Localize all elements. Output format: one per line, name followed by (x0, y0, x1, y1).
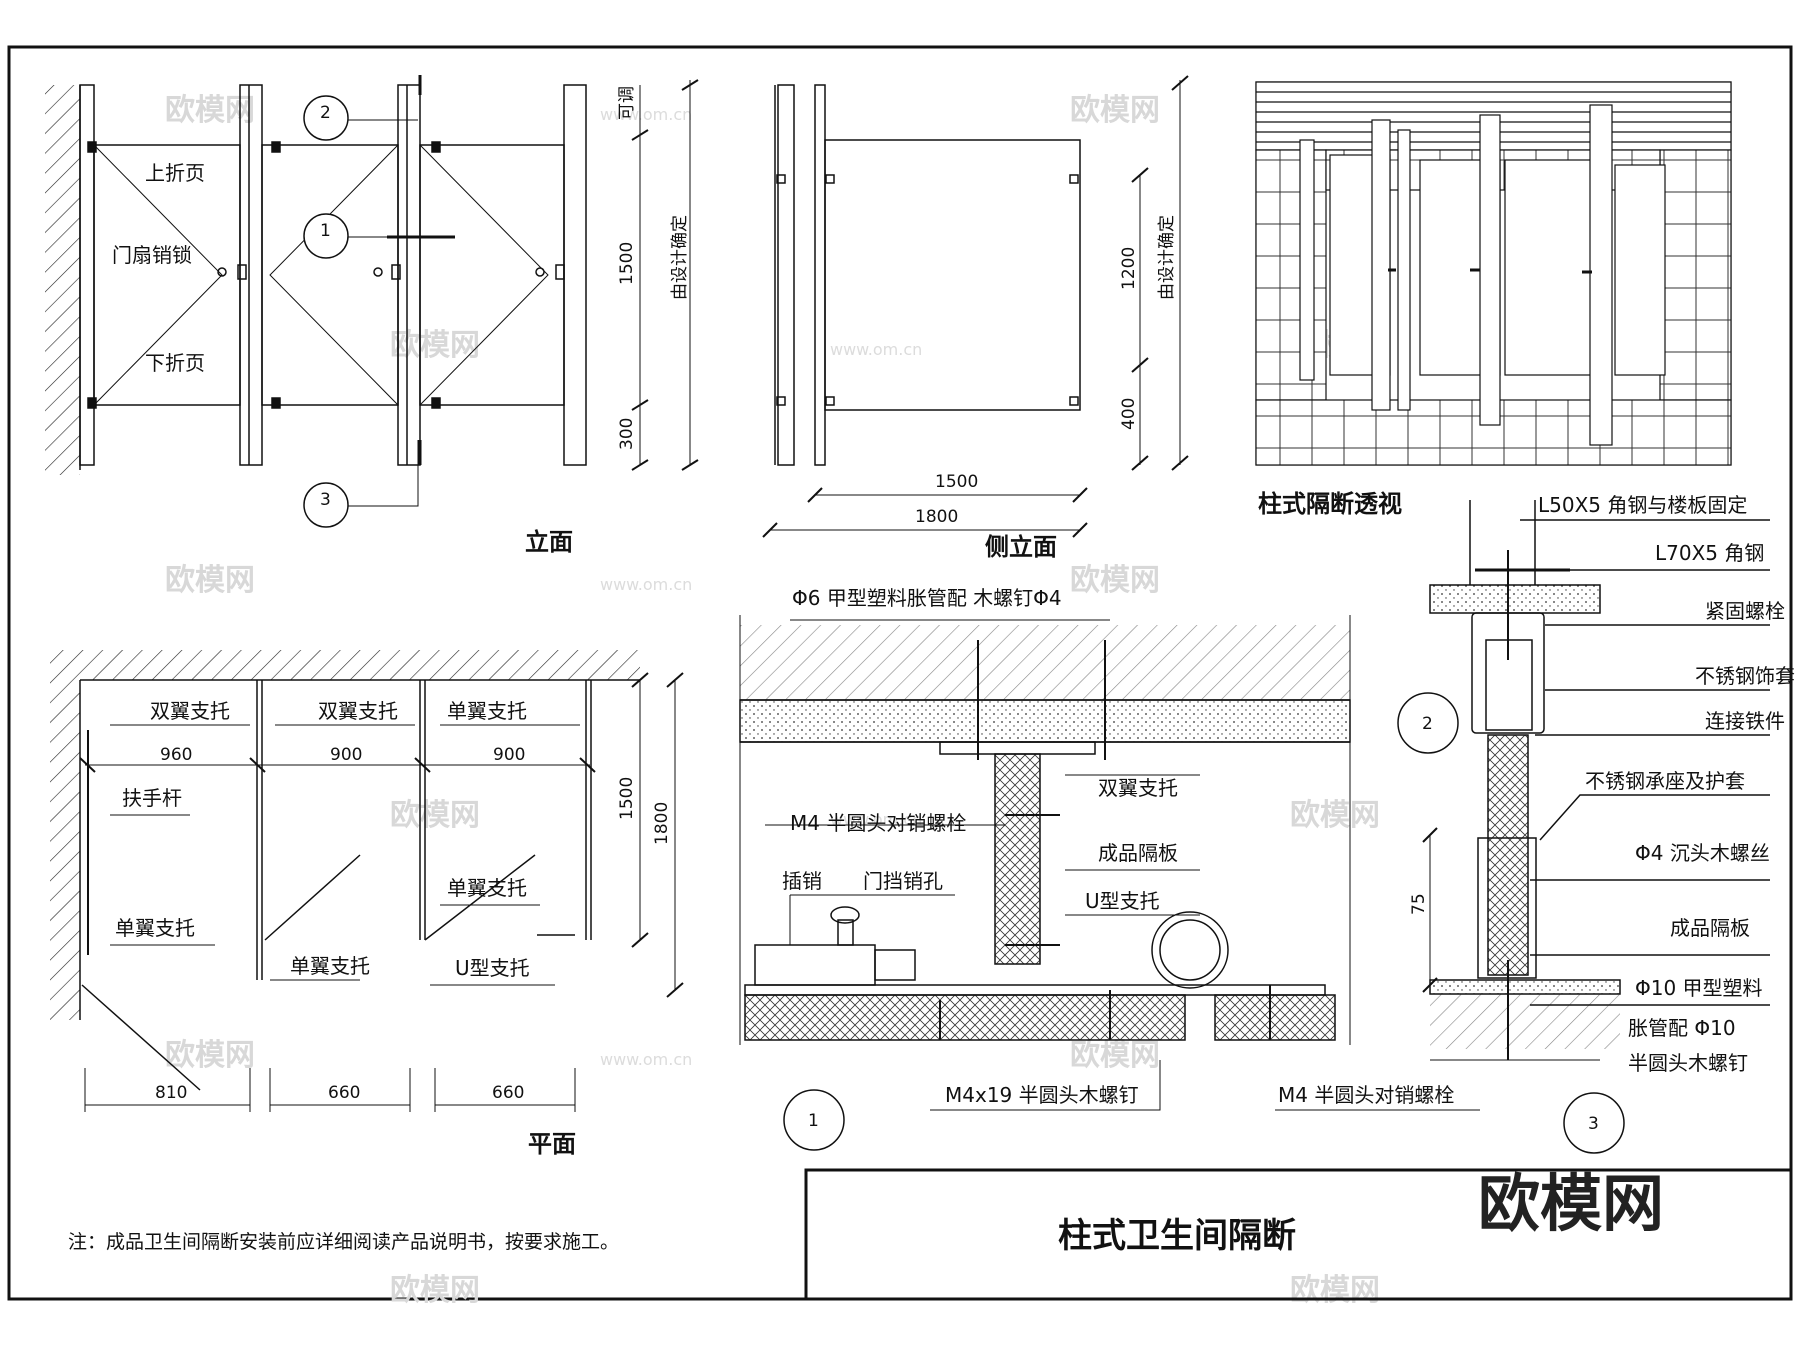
svg-text:由设计确定: 由设计确定 (1157, 215, 1177, 300)
svg-text:欧模网: 欧模网 (165, 1038, 255, 1073)
svg-text:L50X5 角钢与楼板固定: L50X5 角钢与楼板固定 (1538, 493, 1747, 517)
svg-text:双翼支托: 双翼支托 (150, 699, 230, 723)
elevation-view (45, 75, 699, 507)
svg-text:胀管配 Φ10: 胀管配 Φ10 (1628, 1016, 1736, 1040)
construction-note: 注：成品卫生间隔断安装前应详细阅读产品说明书，按要求施工。 (68, 1231, 619, 1253)
svg-text:欧模网: 欧模网 (1290, 1273, 1380, 1308)
svg-text:1800: 1800 (652, 802, 672, 845)
svg-text:960: 960 (160, 745, 192, 765)
svg-text:欧模网: 欧模网 (390, 798, 480, 833)
svg-text:660: 660 (492, 1083, 524, 1103)
svg-text:立面: 立面 (525, 528, 573, 556)
svg-text:3: 3 (320, 490, 331, 510)
title-block: 柱式卫生间隔断 欧模网 (804, 1167, 1793, 1301)
svg-text:欧模网: 欧模网 (390, 1273, 480, 1308)
logo: 欧模网 (1478, 1167, 1664, 1240)
perspective-title: 柱式隔断透视 (1258, 490, 1402, 518)
svg-text:660: 660 (328, 1083, 360, 1103)
svg-text:门扇销锁: 门扇销锁 (112, 243, 192, 267)
svg-text:900: 900 (493, 745, 525, 765)
svg-text:M4 半圆头对销螺栓: M4 半圆头对销螺栓 (1278, 1083, 1454, 1107)
svg-text:www.om.cn: www.om.cn (600, 105, 692, 124)
svg-text:M4x19 半圆头木螺钉: M4x19 半圆头木螺钉 (945, 1083, 1139, 1107)
svg-text:U型支托: U型支托 (1085, 889, 1160, 913)
svg-text:欧模网: 欧模网 (1070, 563, 1160, 598)
svg-text:2: 2 (320, 103, 331, 123)
plan-text: 双翼支托 双翼支托 单翼支托 960 900 900 扶手杆 单翼支托 单翼支托… (115, 699, 672, 1158)
svg-text:扶手杆: 扶手杆 (122, 786, 182, 810)
detail-1-text: Φ6 甲型塑料胀管配 木螺钉Φ4 双翼支托 M4 半圆头对销螺栓 成品隔板 插销… (782, 586, 1454, 1151)
svg-text:300: 300 (617, 418, 637, 450)
svg-text:www.om.cn: www.om.cn (600, 1050, 692, 1069)
svg-text:U型支托: U型支托 (455, 956, 530, 980)
svg-text:1800: 1800 (915, 507, 958, 527)
svg-text:半圆头木螺钉: 半圆头木螺钉 (1628, 1051, 1748, 1075)
svg-text:M4 半圆头对销螺栓: M4 半圆头对销螺栓 (790, 811, 966, 835)
svg-text:双翼支托: 双翼支托 (1098, 776, 1178, 800)
svg-text:900: 900 (330, 745, 362, 765)
svg-text:由设计确定: 由设计确定 (670, 215, 690, 300)
svg-text:欧模网: 欧模网 (1070, 1038, 1160, 1073)
svg-text:75: 75 (1409, 893, 1429, 915)
svg-text:平面: 平面 (528, 1130, 576, 1158)
svg-text:紧固螺栓: 紧固螺栓 (1705, 599, 1785, 623)
svg-text:成品隔板: 成品隔板 (1098, 841, 1178, 865)
drawing-title: 柱式卫生间隔断 (1058, 1216, 1296, 1256)
svg-text:欧模网: 欧模网 (390, 328, 480, 363)
svg-text:1500: 1500 (617, 777, 637, 820)
svg-text:侧立面: 侧立面 (985, 533, 1057, 561)
svg-text:www.om.cn: www.om.cn (830, 810, 922, 829)
svg-text:400: 400 (1119, 398, 1139, 430)
svg-text:3: 3 (1588, 1114, 1599, 1134)
svg-text:欧模网: 欧模网 (165, 93, 255, 128)
elevation-text: 2 1 3 上折页 门扇销锁 下折页 1500 300 可调 由设计确定 立面 (112, 86, 690, 556)
detail-2-view (1422, 500, 1770, 1061)
svg-text:单翼支托: 单翼支托 (115, 916, 195, 940)
svg-text:单翼支托: 单翼支托 (447, 876, 527, 900)
svg-text:1500: 1500 (935, 472, 978, 492)
svg-text:连接铁件: 连接铁件 (1705, 709, 1785, 733)
svg-text:成品隔板: 成品隔板 (1670, 916, 1750, 940)
side-elevation-view (762, 75, 1189, 538)
svg-text:Φ10 甲型塑料: Φ10 甲型塑料 (1635, 976, 1763, 1000)
plan-view (50, 650, 684, 1112)
svg-text:1: 1 (320, 221, 331, 241)
svg-text:上折页: 上折页 (145, 161, 205, 185)
svg-text:门挡销孔: 门挡销孔 (863, 869, 943, 893)
svg-text:不锈钢饰套: 不锈钢饰套 (1695, 664, 1795, 688)
svg-text:单翼支托: 单翼支托 (447, 699, 527, 723)
svg-text:欧模网: 欧模网 (165, 563, 255, 598)
svg-text:单翼支托: 单翼支托 (290, 954, 370, 978)
svg-text:1500: 1500 (617, 242, 637, 285)
svg-text:双翼支托: 双翼支托 (318, 699, 398, 723)
svg-text:L70X5 角钢: L70X5 角钢 (1655, 541, 1764, 565)
svg-text:插销: 插销 (782, 869, 822, 893)
svg-text:欧模网: 欧模网 (1290, 798, 1380, 833)
detail-2-text: L50X5 角钢与楼板固定 L70X5 角钢 紧固螺栓 不锈钢饰套 连接铁件 不… (1397, 493, 1795, 1154)
svg-text:1: 1 (808, 1111, 819, 1131)
svg-text:810: 810 (155, 1083, 187, 1103)
detail-1-view (739, 615, 1480, 1111)
perspective-view (1255, 81, 1732, 466)
svg-text:Φ4 沉头木螺丝: Φ4 沉头木螺丝 (1635, 841, 1770, 865)
svg-text:2: 2 (1422, 714, 1433, 734)
svg-text:不锈钢承座及护套: 不锈钢承座及护套 (1585, 769, 1745, 793)
svg-text:下折页: 下折页 (145, 351, 205, 375)
svg-text:Φ6 甲型塑料胀管配 木螺钉Φ4: Φ6 甲型塑料胀管配 木螺钉Φ4 (792, 586, 1062, 610)
svg-text:www.om.cn: www.om.cn (600, 575, 692, 594)
svg-text:欧模网: 欧模网 (1070, 93, 1160, 128)
svg-text:www.om.cn: www.om.cn (830, 340, 922, 359)
svg-text:可调: 可调 (617, 86, 637, 120)
side-elevation-text: 1500 1800 1200 400 由设计确定 侧立面 (915, 215, 1177, 561)
svg-text:1200: 1200 (1119, 247, 1139, 290)
